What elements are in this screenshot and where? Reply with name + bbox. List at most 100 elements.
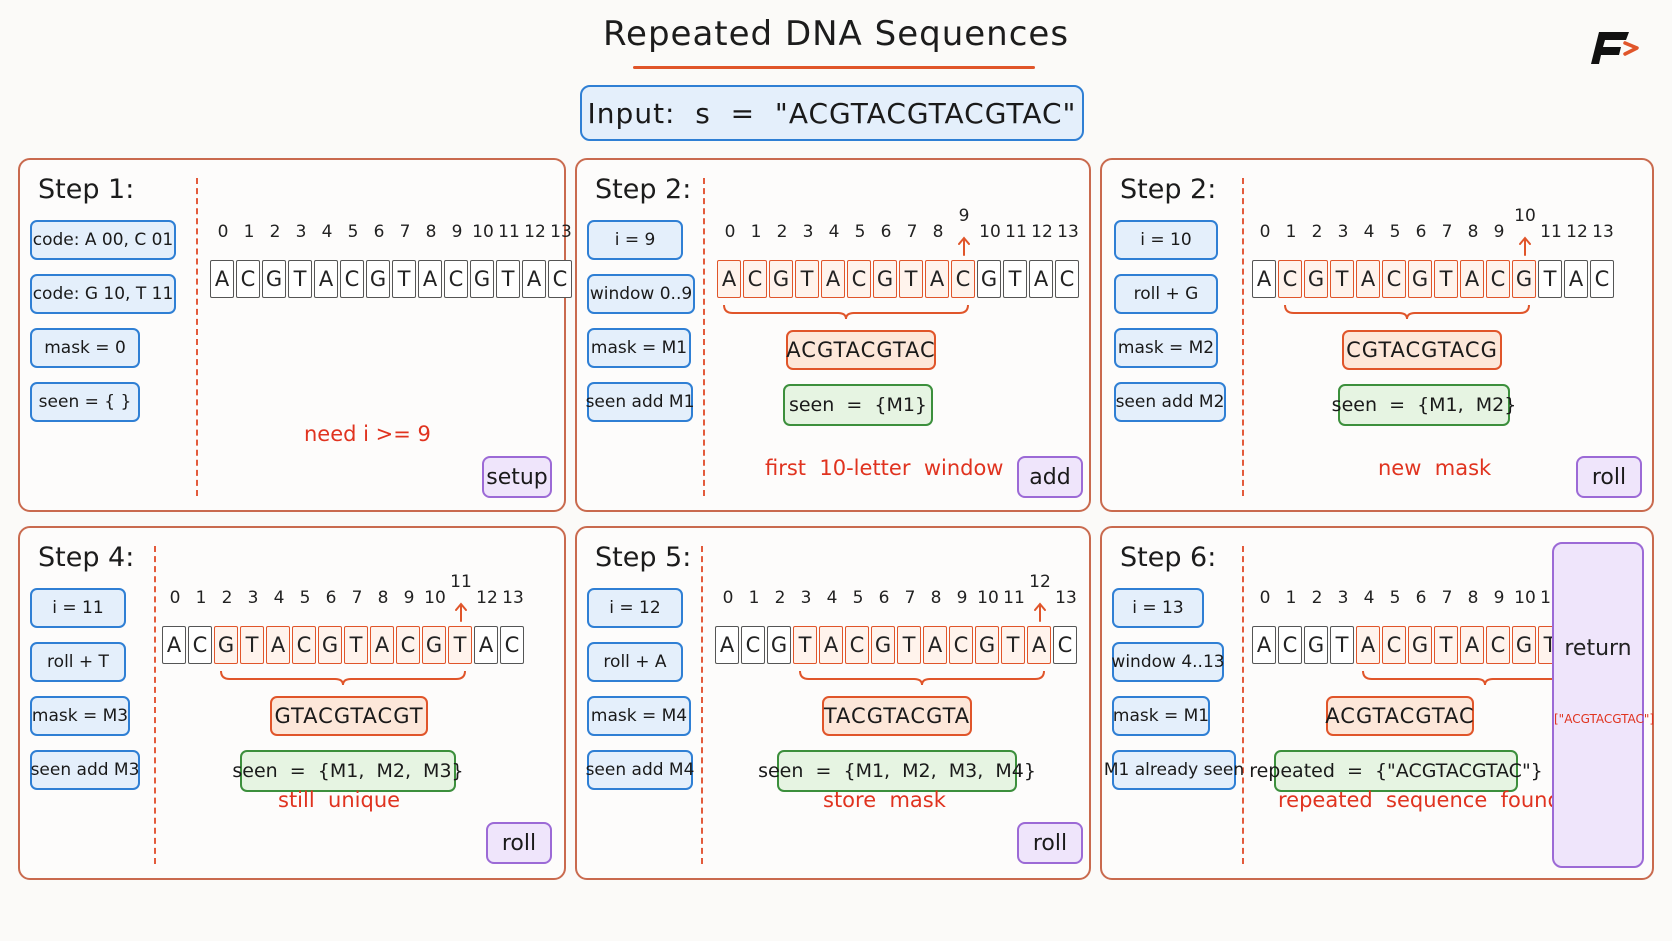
index-label: 7: [904, 588, 916, 608]
index-label: 2: [1311, 588, 1323, 608]
sequence-cell: G: [975, 626, 999, 664]
info-chip: i = 13: [1112, 588, 1204, 628]
info-chip: seen add M3: [30, 750, 140, 790]
sequence-cell: C: [1278, 260, 1302, 298]
seen-set: repeated = {"ACGTACGTAC"}: [1249, 750, 1543, 792]
index-label: 4: [828, 222, 840, 242]
index-label: 6: [880, 222, 892, 242]
panel-divider: [1242, 178, 1244, 496]
seen-set: seen = {M1, M2}: [1332, 384, 1516, 426]
index-label: 12: [1029, 572, 1051, 592]
info-chip: window 0..9: [587, 274, 695, 314]
step-label: Step 2:: [1120, 174, 1217, 205]
index-label: 8: [930, 588, 942, 608]
sequence-cell: T: [1003, 260, 1027, 298]
index-label: 10: [1514, 588, 1536, 608]
index-label: 6: [1415, 588, 1427, 608]
sequence-cell: T: [392, 260, 416, 298]
info-chip: seen add M4: [586, 750, 694, 790]
step-note: still unique: [278, 788, 401, 812]
index-label: 1: [1285, 222, 1297, 242]
action-badge: roll: [486, 822, 552, 864]
info-chip: i = 11: [30, 588, 126, 628]
sequence-cell: T: [1001, 626, 1025, 664]
info-chip: roll + A: [587, 642, 683, 682]
action-badge: roll: [1576, 456, 1642, 498]
sequence-cell: G: [1304, 260, 1328, 298]
index-label: 1: [1285, 588, 1297, 608]
window-string: CGTACGTACG: [1342, 330, 1502, 370]
index-label: 8: [1467, 222, 1479, 242]
sequence-cell: G: [262, 260, 286, 298]
info-chip: i = 12: [587, 588, 683, 628]
index-label: 11: [1540, 222, 1562, 242]
sequence-cell: G: [1408, 626, 1432, 664]
title-underline: [633, 66, 1035, 69]
sequence-cell: C: [340, 260, 364, 298]
step-label: Step 4:: [38, 542, 135, 573]
index-label: 9: [1493, 588, 1505, 608]
sequence-cell: G: [470, 260, 494, 298]
sequence-cell: C: [1590, 260, 1614, 298]
index-label: 8: [425, 222, 437, 242]
sequence-cell: A: [1029, 260, 1053, 298]
sequence-cell: C: [845, 626, 869, 664]
sequence-cell: T: [899, 260, 923, 298]
index-label: 3: [1337, 222, 1349, 242]
info-chip: mask = 0: [30, 328, 140, 368]
index-label: 12: [1566, 222, 1588, 242]
sequence-cell: T: [240, 626, 264, 664]
index-label: 7: [1441, 588, 1453, 608]
sequence-cell: A: [474, 626, 498, 664]
sequence-cell: G: [366, 260, 390, 298]
sequence-cell: C: [743, 260, 767, 298]
window-brace: [799, 670, 1045, 686]
index-label: 10: [424, 588, 446, 608]
index-label: 0: [1259, 588, 1271, 608]
step-label: Step 2:: [595, 174, 692, 205]
info-chip: code: G 10, T 11: [30, 274, 176, 314]
index-label: 3: [802, 222, 814, 242]
up-arrow-icon: [455, 602, 467, 622]
window-string: TACGTACGTA: [822, 696, 972, 736]
index-label: 8: [932, 222, 944, 242]
sequence-cell: C: [188, 626, 212, 664]
index-label: 13: [1592, 222, 1614, 242]
index-label: 2: [221, 588, 233, 608]
index-label: 1: [750, 222, 762, 242]
index-label: 12: [524, 222, 546, 242]
sequence-cell: G: [871, 626, 895, 664]
index-label: 4: [1363, 222, 1375, 242]
index-label: 10: [979, 222, 1001, 242]
index-label: 7: [1441, 222, 1453, 242]
sequence-cell: T: [795, 260, 819, 298]
index-label: 2: [774, 588, 786, 608]
index-label: 0: [169, 588, 181, 608]
sequence-cell: A: [418, 260, 442, 298]
index-label: 3: [295, 222, 307, 242]
sequence-cell: A: [210, 260, 234, 298]
sequence-cell: G: [769, 260, 793, 298]
info-chip: window 4..13: [1111, 642, 1225, 682]
sequence-cell: C: [1486, 260, 1510, 298]
index-label: 12: [1031, 222, 1053, 242]
info-chip: mask = M1: [587, 328, 691, 368]
sequence-cell: A: [819, 626, 843, 664]
sequence-cell: G: [1408, 260, 1432, 298]
index-label: 10: [472, 222, 494, 242]
index-label: 13: [502, 588, 524, 608]
sequence-cell: T: [793, 626, 817, 664]
index-label: 11: [1003, 588, 1025, 608]
index-label: 5: [854, 222, 866, 242]
sequence-cell: A: [1564, 260, 1588, 298]
sequence-cell: G: [873, 260, 897, 298]
index-label: 7: [399, 222, 411, 242]
sequence-cell: T: [1330, 260, 1354, 298]
